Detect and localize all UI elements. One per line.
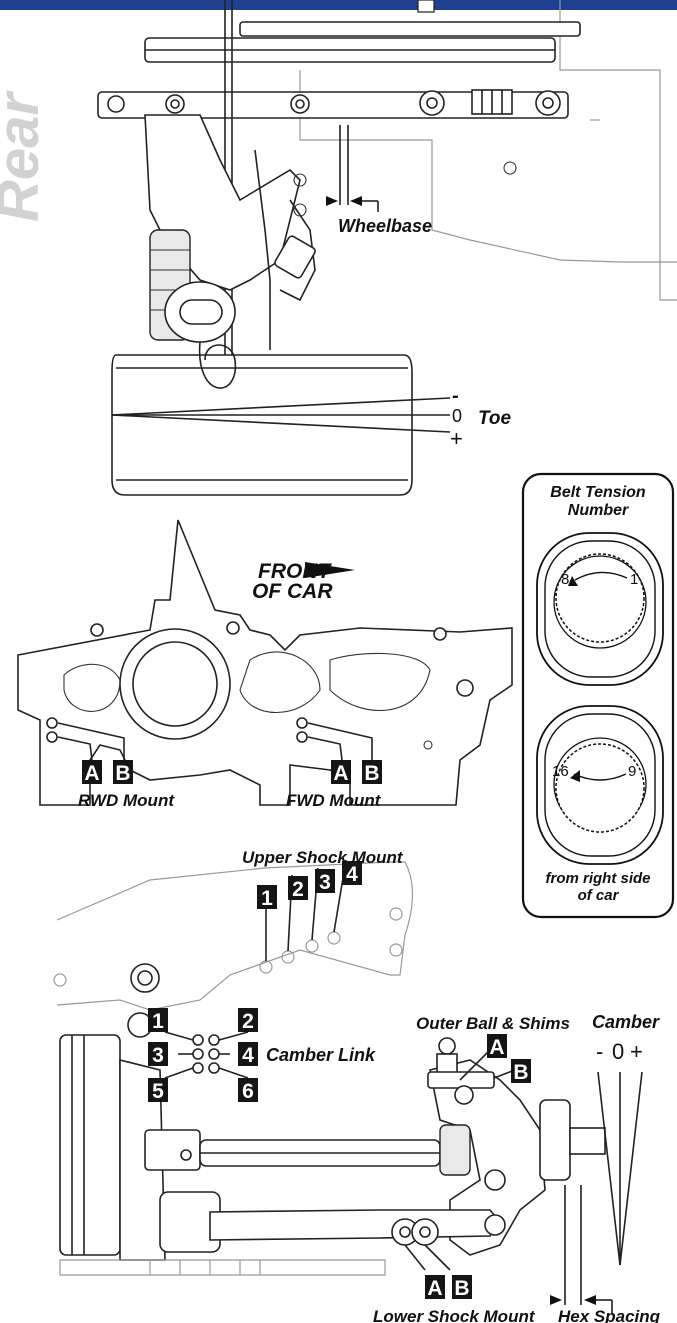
svg-text:5: 5: [152, 1080, 164, 1103]
belt-dial-upper: 8 1: [536, 532, 664, 686]
header-bar: [0, 0, 677, 10]
camber-label: Camber: [592, 1012, 660, 1032]
svg-text:3: 3: [152, 1044, 164, 1067]
wheelbase-label: Wheelbase: [338, 216, 432, 236]
svg-text:A: A: [84, 762, 99, 785]
lower-shock-marker-b: B: [452, 1275, 472, 1300]
outer-ball-marker-b: B: [511, 1059, 531, 1084]
outer-ball-shims-label: Outer Ball & Shims: [416, 1014, 570, 1033]
camber-minus-label: -: [596, 1039, 603, 1064]
toe-minus-label: -: [452, 385, 459, 407]
rear-suspension-drawing: [53, 859, 643, 1314]
upper-shock-marker-4: 4: [342, 861, 362, 886]
svg-text:B: B: [364, 762, 379, 785]
belt-tension-footer-1: from right side: [545, 870, 650, 887]
rear-hub-drawing: [97, 0, 677, 496]
outer-ball-marker-a: A: [487, 1034, 507, 1059]
camber-zero-label: 0: [612, 1039, 624, 1064]
belt-dial-lower: 16 9: [536, 705, 664, 865]
camber-link-label: Camber Link: [266, 1045, 376, 1065]
toe-label: Toe: [478, 408, 512, 429]
svg-text:B: B: [115, 762, 130, 785]
fwd-mount-label: FWD Mount: [286, 791, 382, 810]
svg-text:6: 6: [242, 1080, 254, 1103]
camber-link-marker-5: 5: [148, 1078, 168, 1103]
upper-shock-mount-label: Upper Shock Mount: [242, 848, 404, 867]
toe-zero-label: 0: [452, 406, 462, 426]
hex-spacing-label: Hex Spacing: [558, 1307, 661, 1323]
rwd-mount-label: RWD Mount: [78, 791, 175, 810]
toe-plus-label: +: [450, 426, 463, 451]
toe-indicator: - 0 + Toe: [450, 385, 512, 451]
svg-text:2: 2: [292, 878, 304, 901]
camber-link-marker-3: 3: [148, 1042, 168, 1067]
svg-text:1: 1: [261, 887, 273, 910]
upper-dial-start: 8: [561, 571, 569, 588]
belt-tension-title-2: Number: [568, 502, 629, 519]
rwd-marker-a: A: [82, 760, 102, 785]
svg-text:A: A: [427, 1277, 442, 1300]
camber-plus-label: +: [630, 1039, 643, 1064]
lower-dial-end: 9: [628, 763, 636, 780]
fwd-marker-a: A: [331, 760, 351, 785]
rwd-marker-b: B: [113, 760, 133, 785]
svg-text:3: 3: [319, 871, 331, 894]
side-title-rear: Rear: [0, 90, 51, 222]
camber-link-marker-6: 6: [238, 1078, 258, 1103]
svg-text:A: A: [489, 1036, 504, 1059]
bulkhead-drawing: [17, 519, 513, 806]
lower-dial-start: 16: [552, 763, 569, 780]
belt-tension-title-1: Belt Tension: [550, 484, 646, 501]
wheelbase-indicator: Wheelbase: [326, 196, 432, 236]
lower-shock-mount-label: Lower Shock Mount: [373, 1307, 536, 1323]
upper-shock-marker-2: 2: [288, 876, 308, 901]
svg-text:4: 4: [242, 1044, 254, 1067]
camber-link-marker-2: 2: [238, 1008, 258, 1033]
upper-dial-end: 1: [630, 571, 638, 588]
belt-tension-footer-2: of car: [578, 887, 620, 904]
camber-link-marker-1: 1: [148, 1008, 168, 1033]
upper-shock-marker-3: 3: [315, 869, 335, 894]
front-of-car-line2: OF CAR: [252, 580, 333, 603]
belt-tension-panel: Belt Tension Number 8 1 16 9 from right …: [521, 472, 675, 919]
svg-text:4: 4: [346, 863, 358, 886]
upper-shock-marker-1: 1: [257, 885, 277, 910]
svg-text:B: B: [513, 1061, 528, 1084]
camber-link-marker-4: 4: [238, 1042, 258, 1067]
front-of-car-indicator: FRONT OF CAR: [252, 560, 355, 603]
svg-text:A: A: [333, 762, 348, 785]
svg-text:1: 1: [152, 1010, 164, 1033]
svg-text:2: 2: [242, 1010, 254, 1033]
svg-text:B: B: [454, 1277, 469, 1300]
fwd-marker-b: B: [362, 760, 382, 785]
lower-shock-marker-a: A: [425, 1275, 445, 1300]
